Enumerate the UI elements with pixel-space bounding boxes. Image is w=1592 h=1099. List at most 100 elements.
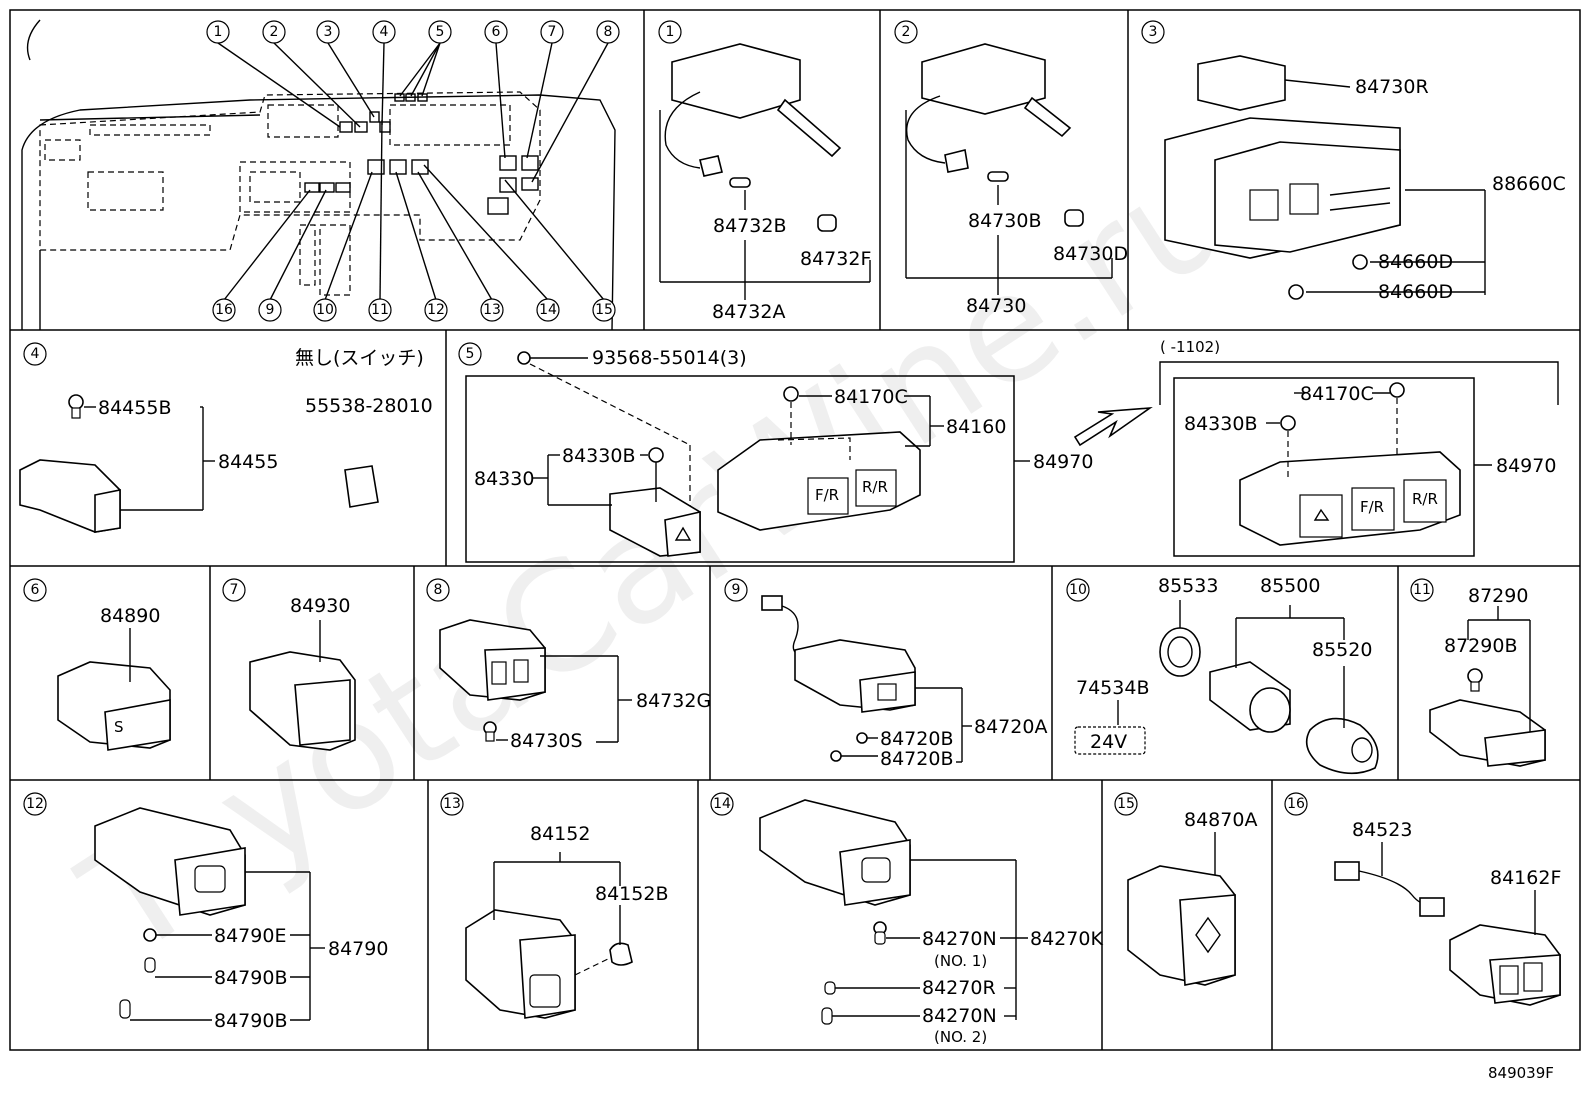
part-label: 84790B xyxy=(214,967,287,989)
part-label: 24V xyxy=(1090,731,1127,753)
panel-15-callout: 15 xyxy=(1117,796,1135,812)
panel-16: 16 84523 84162F xyxy=(1284,792,1561,1006)
part-label: 84270N xyxy=(922,928,997,950)
part-label: 84720B xyxy=(880,728,953,750)
part-label: 84162F xyxy=(1490,867,1561,889)
panel-7: 7 84930 xyxy=(222,578,356,751)
svg-text:F/R: F/R xyxy=(1360,498,1384,516)
part-label: 74534B xyxy=(1076,677,1149,699)
part-label: 84730R xyxy=(1355,76,1429,98)
panel-13: 13 84152 84152B xyxy=(440,792,668,1019)
overview-callouts: 1 2 3 4 5 6 7 8 16 9 10 11 12 13 14 15 xyxy=(206,20,620,322)
part-label: 84790E xyxy=(214,925,286,947)
part-label: 84720B xyxy=(880,748,953,770)
part-label: 85533 xyxy=(1158,575,1218,597)
dashboard-overview xyxy=(21,19,616,331)
panel-7-callout: 7 xyxy=(230,582,239,598)
panel-1-callout: 1 xyxy=(666,24,675,40)
part-label: 84890 xyxy=(100,605,160,627)
panel-3: 3 84730R 88660C 84660D 84660D xyxy=(1141,20,1566,303)
svg-text:F/R: F/R xyxy=(815,486,839,504)
callout-9: 9 xyxy=(266,302,275,318)
part-label: 84523 xyxy=(1352,819,1412,841)
part-label: 85500 xyxy=(1260,575,1320,597)
panel-9: 9 84720A 84720B 84720B xyxy=(724,578,1047,770)
part-label: 84930 xyxy=(290,595,350,617)
panel-11: 11 87290 87290B xyxy=(1410,578,1546,767)
part-label: 88660C xyxy=(1492,173,1566,195)
panel-8: 8 84732G 84730S xyxy=(426,578,711,752)
part-label: 84152 xyxy=(530,823,590,845)
part-label: 84170C xyxy=(834,386,908,408)
part-label: 84660D xyxy=(1378,281,1453,303)
callout-6: 6 xyxy=(492,24,501,40)
panel-9-callout: 9 xyxy=(732,582,741,598)
callout-15: 15 xyxy=(595,302,613,318)
panel-8-callout: 8 xyxy=(434,582,443,598)
part-label: 84270R xyxy=(922,977,996,999)
part-label: 84790B xyxy=(214,1010,287,1032)
callout-4: 4 xyxy=(380,24,389,40)
callout-16: 16 xyxy=(215,302,233,318)
panel-4-callout: 4 xyxy=(31,346,40,362)
panel-14: 14 84270N 84270K (NO. 1) 84270R 84270N (… xyxy=(710,792,1103,1046)
panel-5-callout: 5 xyxy=(466,346,475,362)
part-label: 84455B xyxy=(98,397,171,419)
panel-12: 12 84790E 84790 84790B 84790B xyxy=(23,792,388,1032)
part-label: 84170C xyxy=(1300,383,1374,405)
part-label: 84720A xyxy=(974,716,1047,738)
panel-6: 6 S 84890 xyxy=(23,578,171,751)
part-label: 84152B xyxy=(595,883,668,905)
callout-3: 3 xyxy=(324,24,333,40)
callout-7: 7 xyxy=(548,24,557,40)
callout-13: 13 xyxy=(483,302,501,318)
panel-1: 1 84732B 84732F 84732A xyxy=(658,20,871,323)
panel-6-callout: 6 xyxy=(31,582,40,598)
svg-text:S: S xyxy=(114,718,124,736)
part-label: 84732A xyxy=(712,301,785,323)
callout-10: 10 xyxy=(316,302,334,318)
callout-1: 1 xyxy=(214,24,223,40)
panel-5-note: ( -1102) xyxy=(1160,338,1220,356)
callout-12: 12 xyxy=(427,302,445,318)
part-label: 84730D xyxy=(1053,243,1128,265)
panel-5: 5 93568-55014(3) F/R R/R 84170C 841 xyxy=(458,338,1559,563)
part-label: 55538-28010 xyxy=(305,395,433,417)
part-label: 84732G xyxy=(636,690,711,712)
part-label: 84732B xyxy=(713,215,786,237)
part-label: 84730 xyxy=(966,295,1026,317)
panel-14-callout: 14 xyxy=(713,796,731,812)
panel-grid xyxy=(9,9,1581,1051)
callout-8: 8 xyxy=(604,24,613,40)
overview-leaders xyxy=(217,42,609,301)
part-label: 84160 xyxy=(946,416,1006,438)
part-label: 84732F xyxy=(800,248,871,270)
panel-13-callout: 13 xyxy=(443,796,461,812)
part-label: 84455 xyxy=(218,451,278,473)
panel-4-note: 無し(スイッチ) xyxy=(295,347,424,369)
panel-2-callout: 2 xyxy=(902,24,911,40)
part-label: 85520 xyxy=(1312,639,1372,661)
part-label: 87290 xyxy=(1468,585,1528,607)
part-label: 84270N xyxy=(922,1005,997,1027)
part-label: 84970 xyxy=(1496,455,1556,477)
panel-16-callout: 16 xyxy=(1287,796,1305,812)
part-label: 93568-55014(3) xyxy=(592,347,747,369)
panel-11-callout: 11 xyxy=(1413,582,1431,598)
svg-text:R/R: R/R xyxy=(1412,490,1438,508)
part-label: 84660D xyxy=(1378,251,1453,273)
panel-10: 10 85533 85500 85520 74534B 24V xyxy=(1066,575,1379,775)
panel-3-callout: 3 xyxy=(1149,24,1158,40)
callout-14: 14 xyxy=(539,302,557,318)
part-label: 84970 xyxy=(1033,451,1093,473)
part-label: (NO. 1) xyxy=(934,952,987,970)
callout-11: 11 xyxy=(371,302,389,318)
part-label: 84330B xyxy=(1184,413,1257,435)
callout-5: 5 xyxy=(436,24,445,40)
part-label: 84330 xyxy=(474,468,534,490)
part-label: 84730B xyxy=(968,210,1041,232)
svg-text:R/R: R/R xyxy=(862,478,888,496)
part-label: 84730S xyxy=(510,730,583,752)
diagram-code: 849039F xyxy=(1488,1064,1554,1082)
